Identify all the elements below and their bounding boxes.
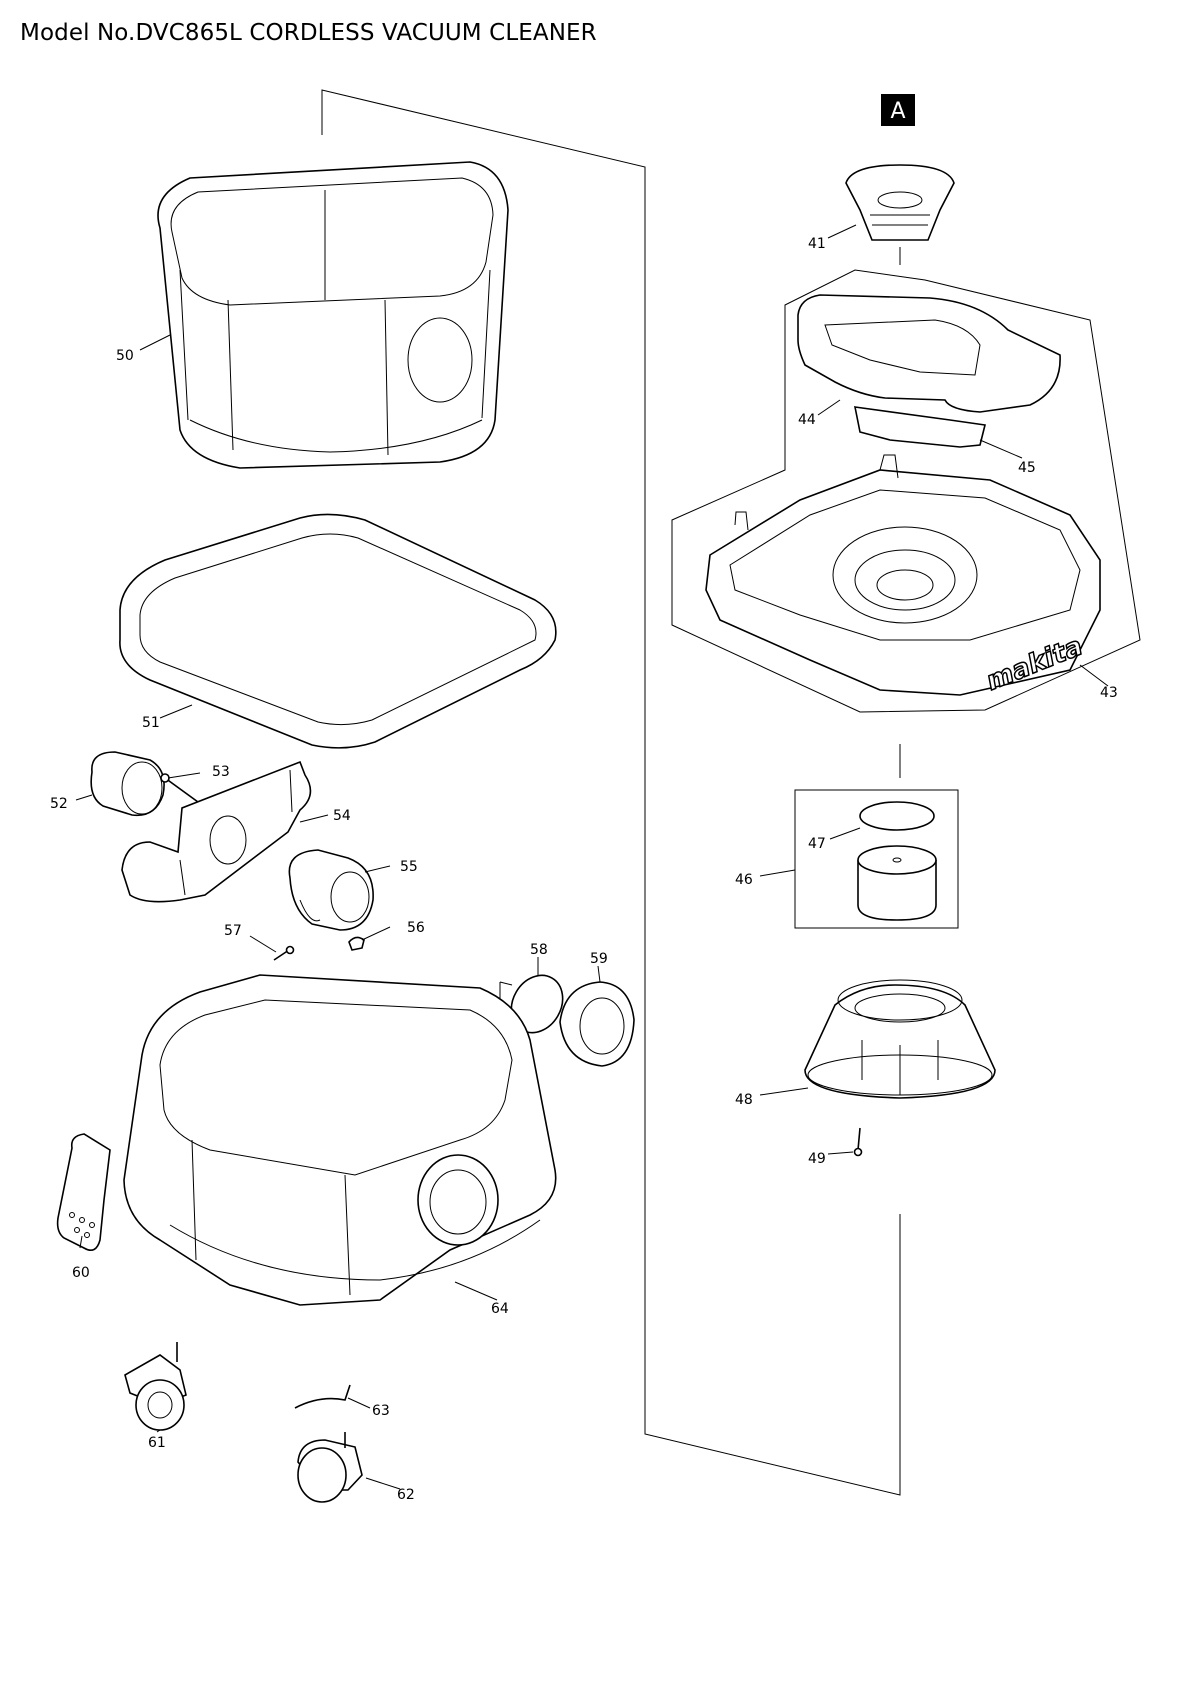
part-label-58: 58 bbox=[530, 942, 548, 958]
part-label-64: 64 bbox=[491, 1301, 509, 1317]
part-label-53: 53 bbox=[212, 764, 230, 780]
strip-part-45 bbox=[853, 406, 986, 448]
part-label-57: 57 bbox=[224, 923, 242, 939]
filter-holder-part-48 bbox=[804, 979, 996, 1099]
part-label-61: 61 bbox=[148, 1435, 166, 1451]
part-label-41: 41 bbox=[808, 236, 826, 252]
reference-marker-a: A bbox=[881, 94, 915, 126]
foam-seal-part-44 bbox=[797, 294, 1061, 413]
part-label-62: 62 bbox=[397, 1487, 415, 1503]
caster-part-61 bbox=[124, 1342, 187, 1431]
part-label-47: 47 bbox=[808, 836, 826, 852]
page-title: Model No.DVC865L CORDLESS VACUUM CLEANER bbox=[20, 20, 597, 46]
part-label-59: 59 bbox=[590, 951, 608, 967]
screw-part-53 bbox=[160, 773, 199, 803]
svg-text:A: A bbox=[890, 99, 905, 124]
gasket-part-51 bbox=[119, 513, 557, 749]
spring-part-63 bbox=[294, 1384, 351, 1409]
hose-joint-part-52 bbox=[90, 751, 165, 817]
part-label-43: 43 bbox=[1100, 685, 1118, 701]
part-label-63: 63 bbox=[372, 1403, 390, 1419]
part-label-48: 48 bbox=[735, 1092, 753, 1108]
cap-part-56 bbox=[348, 936, 365, 951]
filter-disc-part-47 bbox=[859, 801, 935, 831]
screw-part-49 bbox=[853, 1127, 863, 1157]
part-label-50: 50 bbox=[116, 348, 134, 364]
part-label-45: 45 bbox=[1018, 460, 1036, 476]
filter-kit-box-part-46 bbox=[794, 789, 959, 929]
filter-cup-part-46 bbox=[857, 845, 937, 921]
dust-container-part-50 bbox=[157, 161, 509, 469]
leader-lines bbox=[75, 224, 1109, 1490]
part-label-60: 60 bbox=[72, 1265, 90, 1281]
part-labels: 41 43 44 45 46 47 48 49 50 51 52 53 54 5… bbox=[50, 236, 1118, 1503]
latch-part-60 bbox=[56, 1133, 111, 1251]
part-label-52: 52 bbox=[50, 796, 68, 812]
part-label-51: 51 bbox=[142, 715, 160, 731]
part-label-55: 55 bbox=[400, 859, 418, 875]
bracket-plate-part-54 bbox=[121, 760, 312, 903]
part-label-54: 54 bbox=[333, 808, 351, 824]
part-label-56: 56 bbox=[407, 920, 425, 936]
head-base-part-43: makita bbox=[705, 454, 1101, 698]
part-label-46: 46 bbox=[735, 872, 753, 888]
screw-part-57 bbox=[273, 945, 295, 961]
part-label-49: 49 bbox=[808, 1151, 826, 1167]
part-label-44: 44 bbox=[798, 412, 816, 428]
inlet-port-part-55 bbox=[288, 849, 374, 931]
assembly-group-outline-43 bbox=[671, 269, 1141, 713]
nozzle-ring-part-59 bbox=[559, 981, 635, 1067]
top-cap-part-41 bbox=[845, 164, 955, 241]
housing-part-64 bbox=[123, 974, 557, 1306]
caster-part-62 bbox=[297, 1432, 363, 1503]
